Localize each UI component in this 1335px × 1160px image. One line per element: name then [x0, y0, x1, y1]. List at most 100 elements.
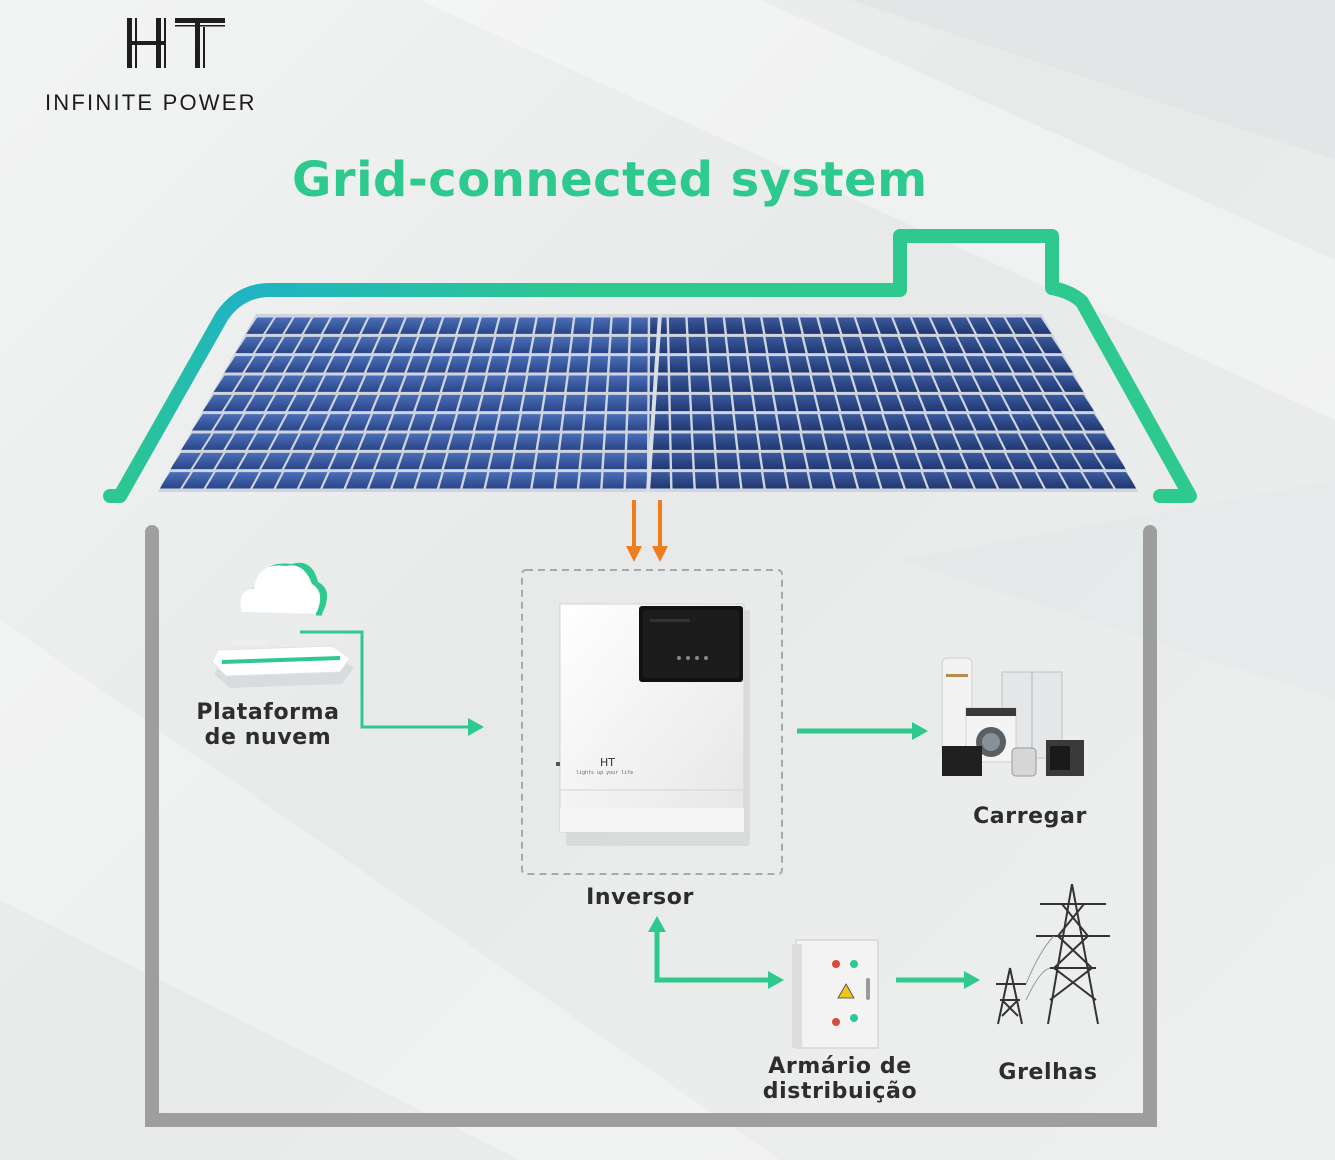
solar-cell: [257, 414, 286, 431]
solar-cell: [932, 433, 960, 450]
solar-cell: [369, 472, 396, 489]
solar-cell: [900, 336, 924, 354]
solar-cell: [906, 356, 932, 373]
solar-cell: [867, 433, 893, 450]
solar-cell: [303, 317, 330, 334]
solar-cell: [730, 375, 752, 392]
solar-cell: [545, 375, 567, 392]
solar-cell: [421, 452, 447, 470]
solar-cell: [1006, 452, 1035, 470]
solar-cell: [740, 472, 764, 489]
solar-cell: [466, 452, 491, 470]
solar-cell: [352, 452, 380, 470]
solar-cell: [361, 317, 386, 334]
solar-cell: [285, 356, 312, 373]
solar-cell: [300, 414, 329, 431]
solar-cell: [323, 317, 349, 334]
solar-cell: [492, 336, 514, 354]
solar-cell: [452, 336, 475, 354]
solar-cell: [734, 414, 757, 431]
solar-cell: [671, 433, 692, 450]
solar-cell: [784, 336, 806, 354]
cloud-to-inverter-arrow: [300, 630, 470, 729]
solar-cell: [400, 317, 424, 334]
solar-cell: [432, 336, 456, 354]
solar-cell: [413, 336, 437, 354]
solar-cell: [346, 356, 372, 373]
solar-cell: [758, 433, 781, 450]
solar-cell: [857, 394, 882, 412]
solar-cell: [611, 317, 630, 334]
solar-cell: [475, 414, 499, 431]
solar-cell: [415, 472, 442, 489]
solar-cell: [528, 356, 549, 373]
solar-cell: [388, 414, 414, 431]
solar-cell: [426, 433, 451, 450]
solar-cell: [690, 375, 710, 392]
solar-cell: [386, 356, 411, 373]
solar-cell: [266, 394, 295, 412]
cloud-label-line2: de nuvem: [204, 725, 332, 750]
solar-cell: [954, 433, 982, 450]
solar-cell: [961, 394, 988, 412]
solar-cell: [985, 356, 1013, 373]
solar-cell: [649, 375, 669, 392]
solar-cell: [560, 433, 582, 450]
solar-cell: [923, 472, 951, 489]
solar-cell: [443, 452, 469, 470]
solar-cell: [798, 414, 822, 431]
solar-cell: [725, 317, 744, 334]
solar-cell: [788, 356, 810, 373]
solar-cell: [170, 452, 201, 470]
solar-cell: [592, 317, 611, 334]
solar-cell: [1005, 317, 1033, 334]
solar-cell: [691, 394, 712, 412]
solar-cell: [694, 452, 716, 470]
solar-cell: [760, 452, 784, 470]
solar-cell: [255, 375, 283, 392]
solar-cell: [558, 452, 581, 470]
solar-cell: [1032, 414, 1062, 431]
solar-cell: [584, 414, 605, 431]
solar-cell: [823, 433, 848, 450]
solar-cell: [1105, 472, 1137, 489]
solar-cell: [892, 375, 918, 392]
solar-cell: [309, 394, 336, 412]
inverter-label: Inversor: [586, 885, 694, 910]
solar-cell: [448, 433, 473, 450]
solar-cell: [670, 375, 689, 392]
solar-cell: [738, 452, 762, 470]
ht-logo: [127, 18, 225, 68]
solar-cell: [1050, 452, 1081, 470]
solar-cell: [483, 375, 506, 392]
solar-cell: [777, 414, 800, 431]
solar-cell: [965, 356, 992, 373]
solar-cell: [836, 394, 861, 412]
solar-cell: [692, 414, 713, 431]
solar-cell: [893, 317, 917, 334]
solar-cell: [467, 356, 490, 373]
solar-cell: [1024, 317, 1052, 334]
solar-cell: [1073, 452, 1104, 470]
solar-cell: [1020, 433, 1049, 450]
solar-cell: [246, 317, 274, 334]
solar-cell: [670, 394, 690, 412]
solar-cell: [898, 394, 924, 412]
solar-cell: [774, 394, 797, 412]
solar-cell: [427, 356, 451, 373]
cabinet-label-line1: Armário de: [768, 1054, 912, 1079]
solar-cell: [861, 336, 885, 354]
solar-cell: [630, 336, 648, 354]
solar-cell: [587, 375, 607, 392]
solar-cell: [366, 356, 391, 373]
solar-cell: [926, 414, 953, 431]
solar-cell: [1095, 452, 1127, 470]
solar-cell: [968, 414, 996, 431]
solar-cell: [748, 356, 769, 373]
solar-cell: [791, 375, 814, 392]
inverter-icon: HT lights up your life: [556, 603, 750, 846]
solar-cell: [392, 472, 419, 489]
solar-cell: [889, 433, 915, 450]
solar-cell: [421, 375, 445, 392]
solar-cell: [672, 472, 694, 489]
